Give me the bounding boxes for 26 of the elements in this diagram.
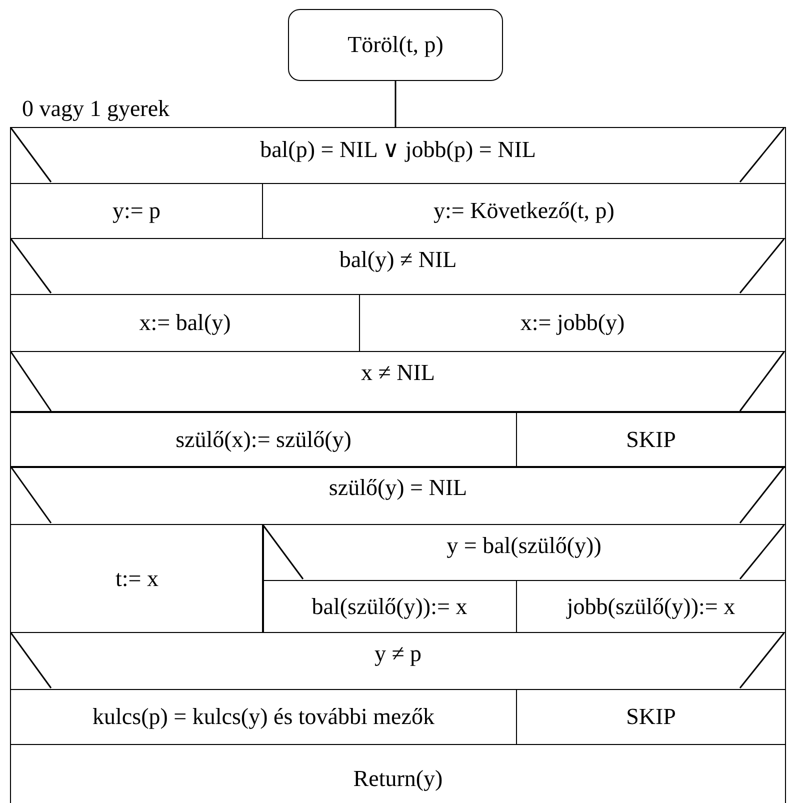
connector-line (394, 81, 396, 127)
statement-text: kulcs(p) = kulcs(y) és további mezők (92, 704, 434, 730)
statement-text: t:= x (115, 566, 158, 592)
statement-text: y:= Következő(t, p) (434, 198, 614, 224)
statement-cell (516, 411, 786, 468)
condition-text: y = bal(szülő(y)) (446, 533, 602, 559)
statement-text: y:= p (112, 198, 161, 224)
condition-text: x ≠ NIL (361, 360, 435, 386)
statement-cell (10, 744, 786, 803)
statement-text: x:= bal(y) (139, 310, 231, 336)
condition-text: bal(p) = NIL ∨ jobb(p) = NIL (260, 136, 536, 163)
condition-text: bal(y) ≠ NIL (339, 247, 457, 273)
condition-text: y ≠ p (374, 641, 422, 667)
statement-text: Return(y) (353, 766, 443, 792)
statement-cell (10, 411, 517, 468)
statement-text: SKIP (626, 704, 676, 730)
condition-text: szülő(y) = NIL (328, 475, 468, 501)
note-text: 0 vagy 1 gyerek (22, 96, 170, 122)
statement-text: szülő(x):= szülő(y) (176, 426, 352, 452)
statement-text: bal(szülő(y)):= x (312, 594, 468, 620)
statement-cell (10, 524, 264, 633)
start-box (288, 9, 503, 81)
statement-text: jobb(szülő(y)):= x (566, 594, 736, 620)
statement-text: SKIP (626, 426, 676, 452)
statement-text: x:= jobb(y) (520, 310, 625, 336)
procedure-name: Töröl(t, p) (348, 32, 444, 58)
